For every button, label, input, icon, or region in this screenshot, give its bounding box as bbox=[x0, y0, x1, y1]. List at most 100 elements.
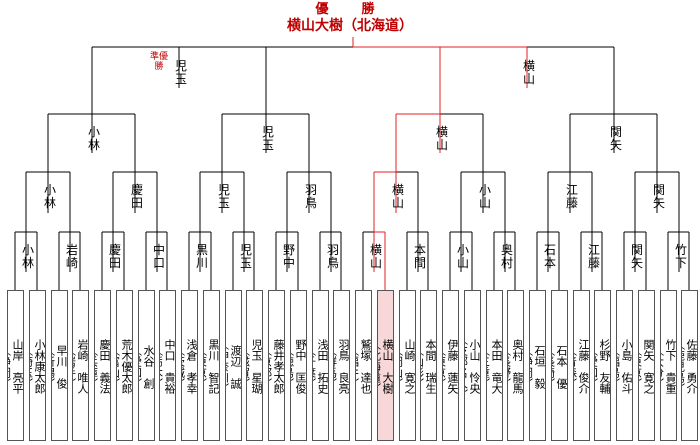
player-prefecture: （支部名人） bbox=[464, 333, 469, 400]
player-prefecture: （北海道） bbox=[377, 339, 382, 394]
player-card: 竹下 貴重（大分） bbox=[660, 290, 677, 441]
round16-label: 小山 bbox=[456, 243, 469, 270]
player-name: 本間 瑞生 bbox=[424, 339, 437, 394]
round16-label: 石本 bbox=[543, 243, 556, 270]
player-prefecture: （東京） bbox=[442, 344, 447, 389]
player-prefecture: （徳島） bbox=[290, 344, 295, 389]
player-card: 山崎 寛之（岡山） bbox=[399, 290, 416, 441]
player-prefecture: （青森） bbox=[573, 344, 578, 389]
player-card: 杉野 友輔（愛知） bbox=[594, 290, 611, 441]
runner-up-label: 準優勝 bbox=[149, 52, 168, 72]
player-card: 黒川 智記（東京） bbox=[203, 290, 220, 441]
player-card: 中口 貴裕（栃木） bbox=[159, 290, 176, 441]
player-name: 山岸 亮平 bbox=[11, 339, 24, 394]
final-label: 児玉 bbox=[174, 59, 187, 86]
player-prefecture: （埼玉） bbox=[29, 344, 34, 389]
round16-label: 江藤 bbox=[587, 243, 600, 270]
player-name: 野中 匡俊 bbox=[294, 339, 307, 394]
player-name: 渡辺 誠 bbox=[229, 344, 242, 389]
player-name: 佐藤 勇介 bbox=[685, 339, 698, 394]
player-card: 水谷 創（愛知） bbox=[138, 290, 155, 441]
player-prefecture: （千葉） bbox=[312, 344, 317, 389]
round16-label: 児玉 bbox=[239, 243, 252, 270]
round16-label: 本間 bbox=[413, 243, 426, 270]
quarterfinal-label: 江藤 bbox=[565, 183, 578, 210]
champion-header: 優 勝 横山大樹（北海道） bbox=[0, 2, 700, 35]
player-prefecture: （静岡） bbox=[529, 344, 534, 389]
player-name: 荒木優太郎 bbox=[120, 339, 133, 394]
player-name: 水谷 創 bbox=[142, 344, 155, 389]
quarterfinal-label: 羽鳥 bbox=[304, 183, 317, 210]
player-card: 羽鳥 良亮（群馬） bbox=[333, 290, 350, 441]
player-name: 江藤 俊介 bbox=[577, 339, 590, 394]
player-prefecture: （栃木） bbox=[159, 344, 164, 389]
player-prefecture: （三重） bbox=[486, 344, 491, 389]
player-prefecture: （静岡） bbox=[7, 344, 12, 389]
player-card: 児玉 星瑚（滋賀） bbox=[246, 290, 263, 441]
round16-label: 黒川 bbox=[195, 243, 208, 270]
player-name: 石垣 毅 bbox=[533, 344, 546, 389]
player-prefecture: （神奈川） bbox=[225, 339, 230, 394]
semifinal-label: 関矢 bbox=[609, 125, 622, 152]
player-card: 佐藤 勇介（鹿児島） bbox=[681, 290, 698, 441]
player-name: 奥村 龍馬 bbox=[511, 339, 524, 394]
player-card: 関矢 寛之（東京） bbox=[638, 290, 655, 441]
player-card: 小林康太郎（埼玉） bbox=[29, 290, 46, 441]
player-card: 横山 大樹（北海道） bbox=[377, 290, 394, 441]
player-name: 鷲塚 達也 bbox=[359, 339, 372, 394]
round16-label: 慶田 bbox=[108, 243, 121, 270]
player-prefecture: （東京） bbox=[638, 344, 643, 389]
player-name: 浅田 拓史 bbox=[316, 339, 329, 394]
player-name: 中口 貴裕 bbox=[163, 339, 176, 394]
player-card: 江藤 俊介（青森） bbox=[573, 290, 590, 441]
semifinal-label: 小林 bbox=[87, 125, 100, 152]
quarterfinal-label: 児玉 bbox=[217, 183, 230, 210]
champion-name: 横山大樹（北海道） bbox=[287, 18, 413, 34]
player-card: 野中 匡俊（徳島） bbox=[290, 290, 307, 441]
player-name: 伊藤 蓮矢 bbox=[446, 339, 459, 394]
player-name: 黒川 智記 bbox=[207, 339, 220, 394]
player-card: 石本 優（長崎） bbox=[551, 290, 568, 441]
quarterfinal-label: 小山 bbox=[478, 183, 491, 210]
player-card: 浅田 拓史（千葉） bbox=[312, 290, 329, 441]
player-name: 藤井孝太郎 bbox=[272, 339, 285, 394]
player-card: 奥村 龍馬（長野） bbox=[507, 290, 524, 441]
quarterfinal-label: 小林 bbox=[43, 183, 56, 210]
player-card: 小島 佑斗（福島） bbox=[616, 290, 633, 441]
round16-label: 岩崎 bbox=[65, 243, 78, 270]
player-name: 小山 怜央 bbox=[468, 339, 481, 394]
quarterfinal-label: 慶田 bbox=[130, 183, 143, 210]
round16-label: 中口 bbox=[152, 243, 165, 270]
player-card: 慶田 義法（兵庫） bbox=[94, 290, 111, 441]
player-name: 山崎 寛之 bbox=[403, 339, 416, 394]
player-name: 慶田 義法 bbox=[98, 339, 111, 394]
player-card: 浅倉 孝幸（茨城） bbox=[181, 290, 198, 441]
player-name: 早川 俊 bbox=[55, 344, 68, 389]
player-prefecture: （京都） bbox=[268, 344, 273, 389]
semifinal-label: 児玉 bbox=[261, 125, 274, 152]
player-card: 山岸 亮平（静岡） bbox=[7, 290, 24, 441]
player-prefecture: （山形） bbox=[420, 344, 425, 389]
player-card: 藤井孝太郎（京都） bbox=[268, 290, 285, 441]
champion-title: 優 勝 bbox=[315, 2, 385, 17]
player-card: 石垣 毅（静岡） bbox=[529, 290, 546, 441]
round16-label: 奥村 bbox=[500, 243, 513, 270]
player-card: 鷲塚 達也（福井） bbox=[355, 290, 372, 441]
player-prefecture: （富山） bbox=[116, 344, 121, 389]
player-card: 岩崎 唯人（岩手） bbox=[72, 290, 89, 441]
player-card: 渡辺 誠（神奈川） bbox=[225, 290, 242, 441]
quarterfinal-label: 関矢 bbox=[652, 183, 665, 210]
round16-label: 関矢 bbox=[630, 243, 643, 270]
player-card: 早川 俊（新潟） bbox=[51, 290, 68, 441]
player-name: 小島 佑斗 bbox=[620, 339, 633, 394]
player-prefecture: （福井） bbox=[355, 344, 360, 389]
player-prefecture: （鹿児島） bbox=[681, 339, 686, 394]
player-prefecture: （兵庫） bbox=[94, 344, 99, 389]
player-name: 本田 竜大 bbox=[490, 339, 503, 394]
player-prefecture: （長崎） bbox=[551, 344, 556, 389]
final-label: 横山 bbox=[522, 59, 535, 86]
semifinal-label: 横山 bbox=[435, 125, 448, 152]
player-name: 岩崎 唯人 bbox=[76, 339, 89, 394]
player-prefecture: （東京） bbox=[203, 344, 208, 389]
